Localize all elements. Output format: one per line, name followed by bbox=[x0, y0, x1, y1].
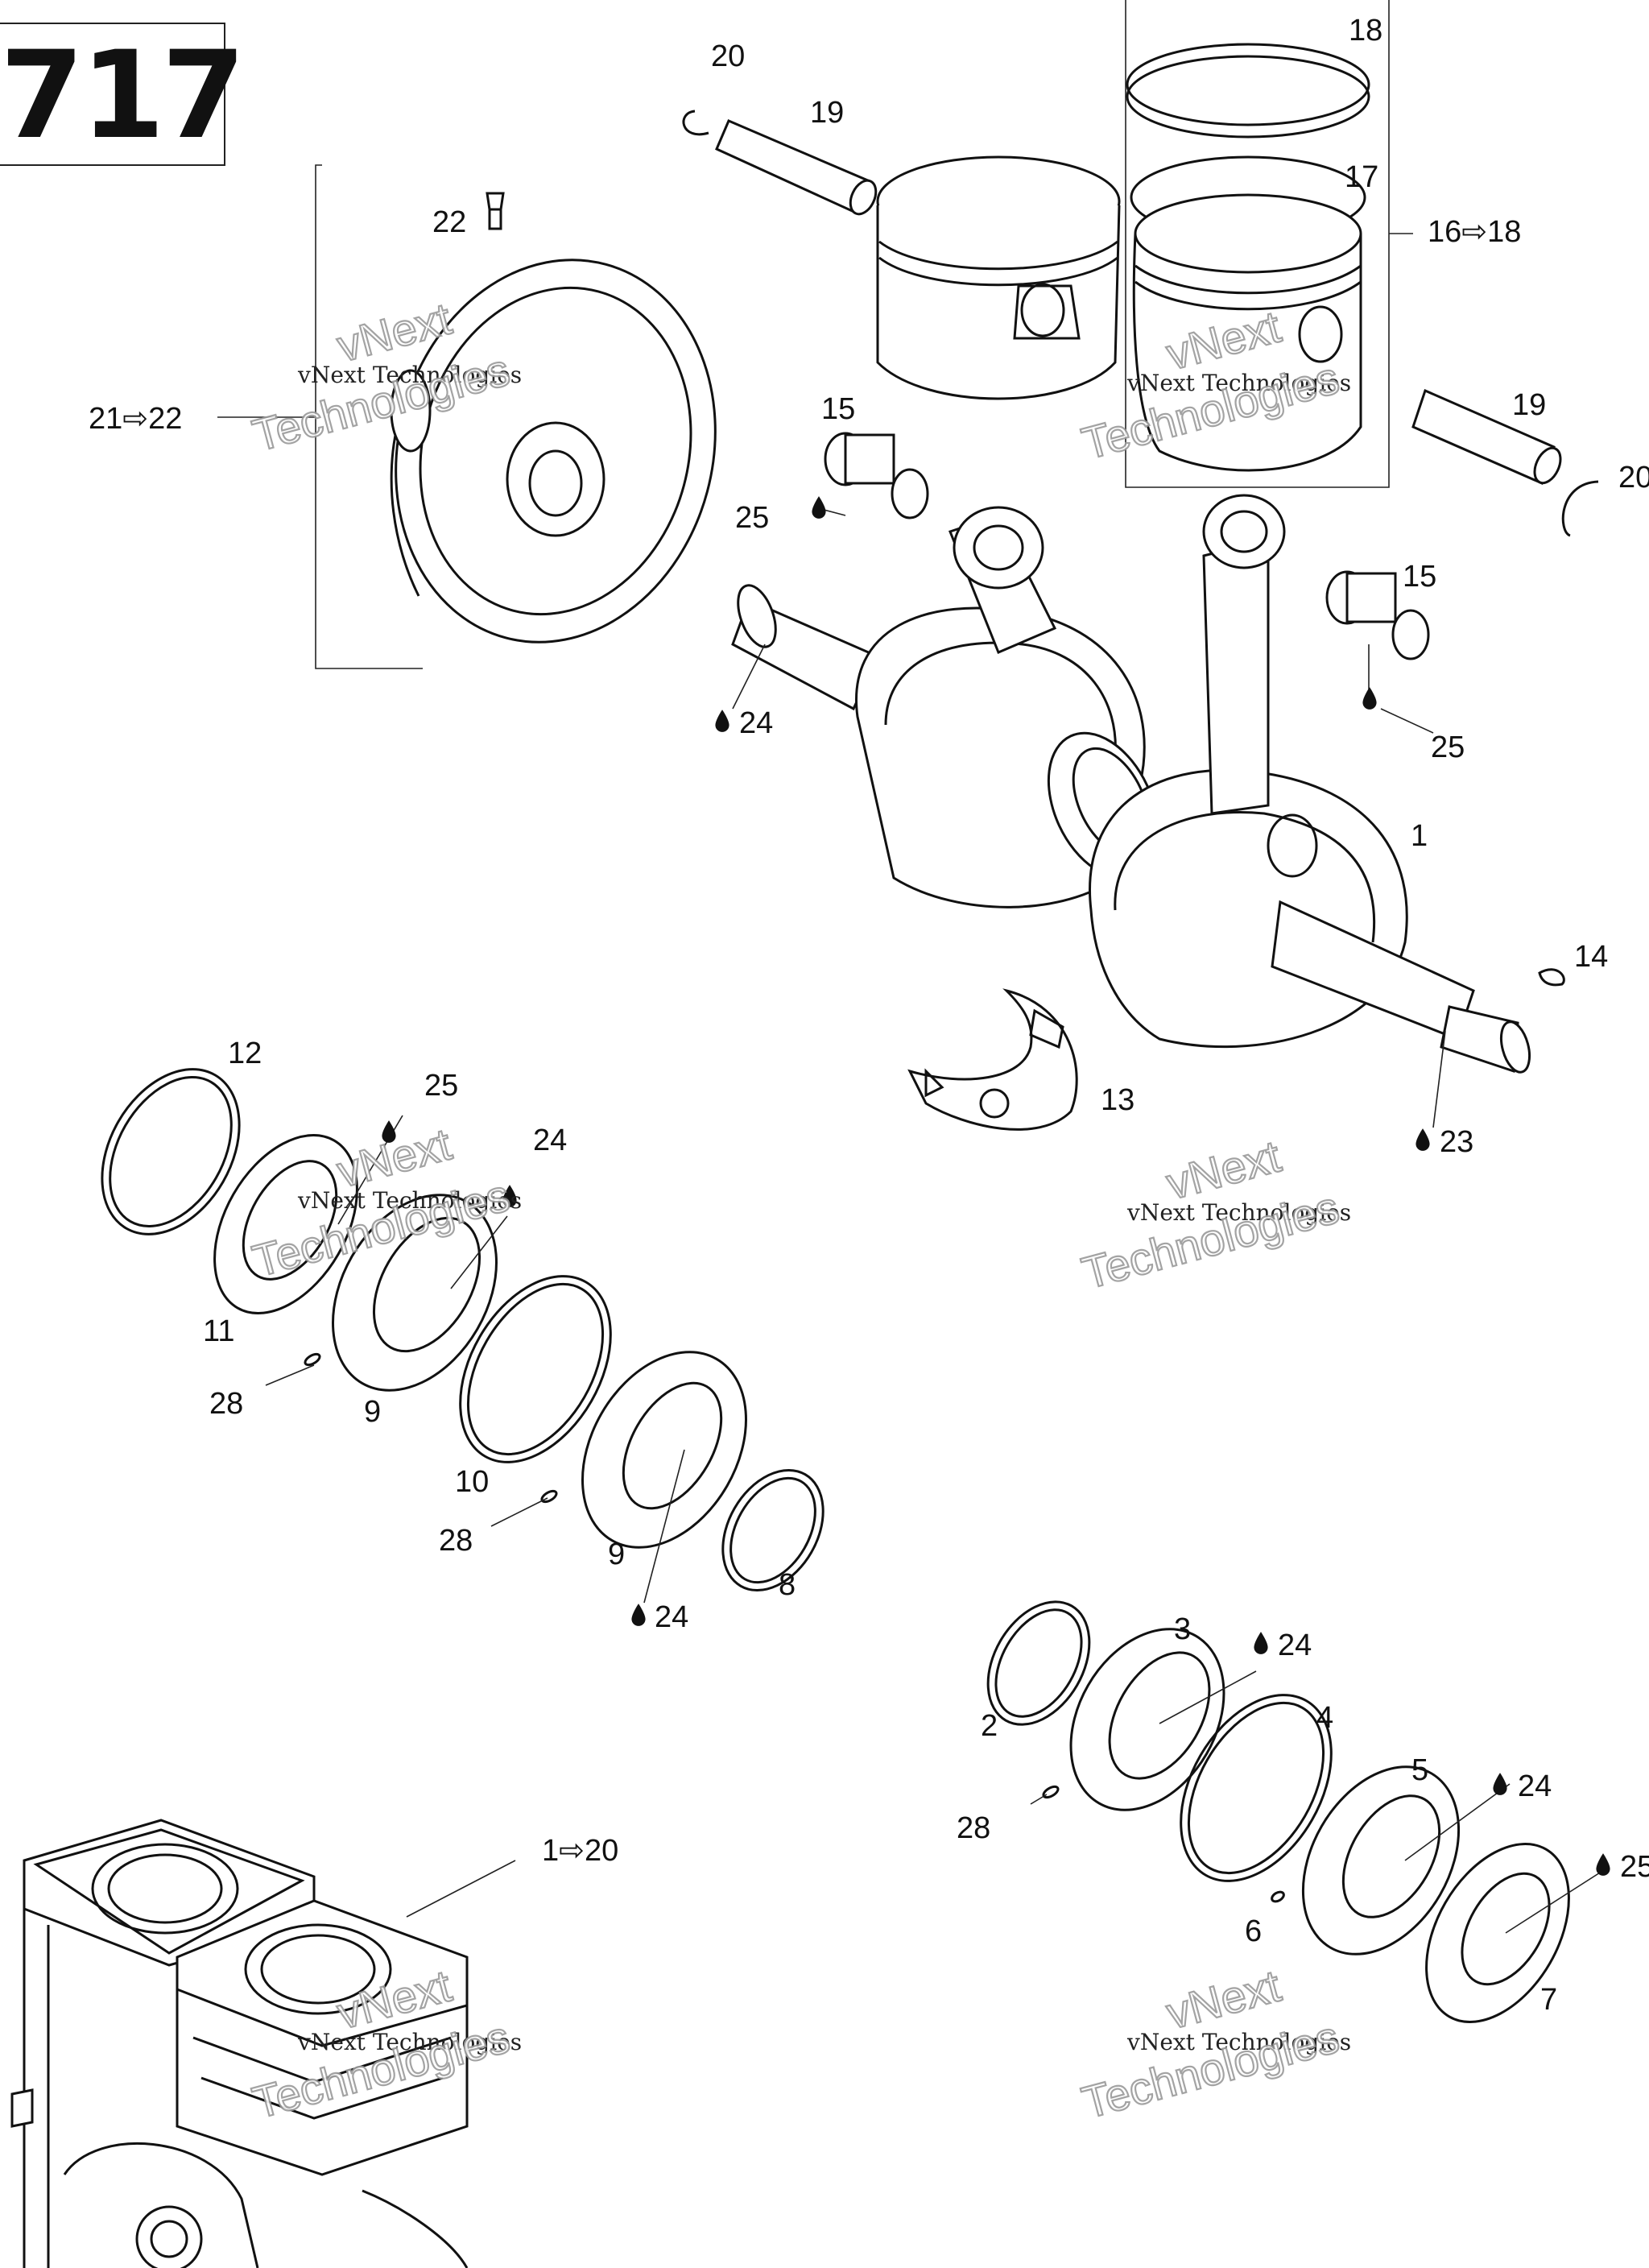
label-28b: 28 bbox=[439, 1524, 473, 1558]
label-24a: 24 bbox=[739, 706, 773, 740]
leader-lines bbox=[265, 507, 1607, 1934]
flywheel-assembly bbox=[217, 164, 717, 669]
label-19a: 19 bbox=[810, 96, 844, 130]
watermark-text: vNext Technologies bbox=[1126, 2029, 1351, 2055]
label-20b: 20 bbox=[1618, 461, 1649, 495]
oil-drop-icon bbox=[1596, 1853, 1610, 1876]
piston-right-box bbox=[1125, 0, 1599, 537]
label-1: 1 bbox=[1411, 819, 1428, 853]
part-labels: 1 2 3 4 5 6 7 8 9 9 10 11 12 13 14 15 15… bbox=[89, 14, 1649, 2017]
label-24b: 24 bbox=[533, 1124, 567, 1157]
label-21-22: 21⇨22 bbox=[89, 402, 182, 436]
label-22: 22 bbox=[432, 205, 466, 239]
label-2: 2 bbox=[981, 1709, 998, 1743]
label-8: 8 bbox=[779, 1568, 796, 1602]
label-17: 17 bbox=[1345, 160, 1378, 194]
watermark-vnext: vNext bbox=[1161, 1960, 1286, 2038]
label-25c: 25 bbox=[424, 1069, 458, 1103]
page-title: 717 bbox=[0, 23, 246, 166]
label-24c: 24 bbox=[655, 1600, 688, 1634]
oil-drop-icon bbox=[1415, 1128, 1430, 1151]
left-bearing-stack bbox=[101, 1068, 824, 1592]
label-23: 23 bbox=[1440, 1125, 1473, 1159]
watermark-text: vNext Technologies bbox=[1126, 1199, 1351, 1226]
label-15b: 15 bbox=[1403, 560, 1436, 594]
engine-block bbox=[10, 1819, 516, 2268]
label-25d: 25 bbox=[1620, 1850, 1649, 1884]
piston-left bbox=[682, 110, 1121, 400]
watermark-text: vNext Technologies bbox=[297, 1187, 522, 1214]
label-15a: 15 bbox=[821, 392, 855, 426]
label-9b: 9 bbox=[608, 1538, 625, 1571]
label-25a: 25 bbox=[735, 501, 769, 535]
label-14: 14 bbox=[1574, 940, 1608, 974]
label-11: 11 bbox=[203, 1314, 234, 1348]
label-7: 7 bbox=[1540, 1983, 1557, 2017]
oil-drop-icon bbox=[631, 1604, 646, 1626]
label-10: 10 bbox=[455, 1465, 489, 1499]
label-1-20: 1⇨20 bbox=[542, 1834, 618, 1868]
oil-drop-icon bbox=[1362, 687, 1377, 710]
label-13: 13 bbox=[1101, 1083, 1134, 1117]
oil-drop-icon bbox=[715, 710, 729, 732]
oil-drop-icon bbox=[1254, 1632, 1268, 1654]
needle-bearings bbox=[824, 432, 1430, 660]
label-24e: 24 bbox=[1518, 1769, 1552, 1803]
oil-drop-icon bbox=[812, 496, 826, 519]
crankshaft bbox=[731, 494, 1565, 1074]
label-5: 5 bbox=[1411, 1753, 1428, 1787]
label-12: 12 bbox=[228, 1037, 262, 1070]
label-28c: 28 bbox=[957, 1811, 990, 1845]
label-18: 18 bbox=[1349, 14, 1382, 48]
watermark-vnext: vNext bbox=[1161, 1130, 1286, 1209]
label-3: 3 bbox=[1174, 1612, 1191, 1646]
label-28a: 28 bbox=[209, 1387, 243, 1421]
watermark-text: vNext Technologies bbox=[1126, 370, 1351, 396]
label-6: 6 bbox=[1245, 1914, 1262, 1948]
right-bearing-stack bbox=[986, 1600, 1570, 2023]
label-24d: 24 bbox=[1278, 1629, 1312, 1662]
bearing-cage bbox=[907, 988, 1078, 1131]
label-4: 4 bbox=[1316, 1701, 1333, 1735]
oil-drop-icon bbox=[1493, 1773, 1507, 1795]
label-19b: 19 bbox=[1512, 388, 1546, 422]
label-16-18: 16⇨18 bbox=[1428, 215, 1521, 249]
watermark-text: vNext Technologies bbox=[297, 2029, 522, 2055]
label-25b: 25 bbox=[1431, 730, 1465, 764]
watermark-text: vNext Technologies bbox=[297, 362, 522, 388]
label-20a: 20 bbox=[711, 39, 745, 73]
label-9a: 9 bbox=[364, 1395, 381, 1429]
